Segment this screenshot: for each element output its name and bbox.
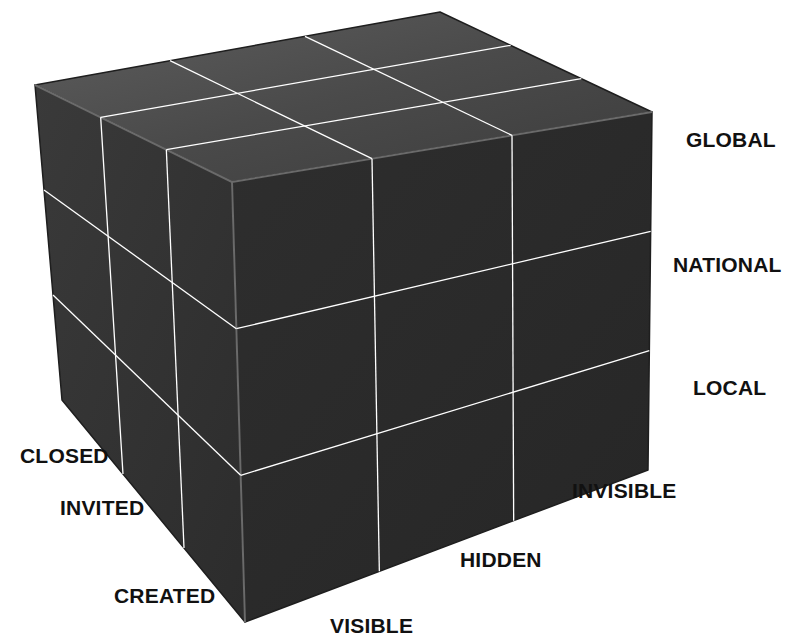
grid-line — [512, 135, 514, 520]
axis-label: VISIBLE — [330, 615, 413, 637]
axis-label: INVISIBLE — [572, 480, 676, 502]
cube-front-face — [232, 112, 652, 622]
axis-label: NATIONAL — [673, 254, 782, 276]
grid-line — [241, 351, 650, 476]
grid-line — [166, 79, 581, 150]
axis-label: CREATED — [114, 585, 215, 607]
grid-line — [236, 231, 650, 328]
grid-line — [166, 150, 184, 548]
grid-line — [101, 45, 511, 117]
grid-line — [101, 117, 123, 474]
axis-label: GLOBAL — [686, 129, 776, 151]
cube-left-face — [35, 85, 245, 622]
grid-line — [44, 190, 236, 329]
axis-label: LOCAL — [693, 377, 766, 399]
axis-label: CLOSED — [20, 445, 109, 467]
axis-label: INVITED — [60, 497, 144, 519]
cube-edge-highlight — [232, 112, 652, 182]
axis-label: HIDDEN — [460, 549, 542, 571]
cube-edge-highlight — [232, 182, 245, 622]
grid-line — [372, 159, 379, 572]
